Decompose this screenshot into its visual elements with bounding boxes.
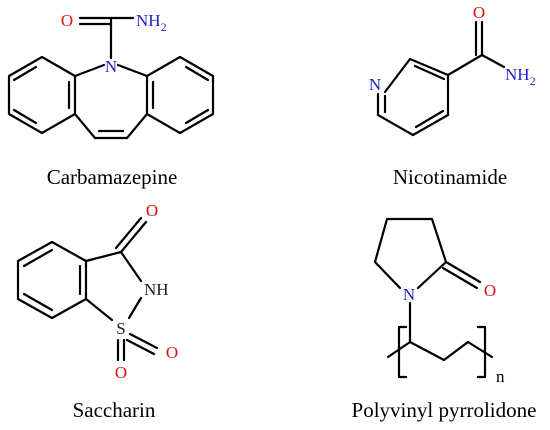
polyvinyl-pyrrolidone-structure: N O n Polyvinyl pyrrolidone <box>352 217 537 422</box>
nicotinamide-amine-label: NH2 <box>505 65 536 88</box>
saccharin-sulfonyl-oxygen-right-label: O <box>166 343 178 362</box>
nicotinamide-amine-subscript: 2 <box>530 74 536 88</box>
saccharin-structure: O NH S O O Saccharin <box>16 201 178 422</box>
polyvinyl-pyrrolidone-caption: Polyvinyl pyrrolidone <box>352 398 537 422</box>
saccharin-sulfur-label: S <box>116 319 125 338</box>
carbamazepine-left-ring <box>7 55 77 135</box>
saccharin-sulfonyl-oxygen-bottom-label: O <box>115 363 127 382</box>
carbamazepine-nitrogen-label: N <box>105 57 117 76</box>
carbamazepine-oxygen-label: O <box>61 11 73 30</box>
pvp-repeat-n-label: n <box>496 367 505 386</box>
repeat-unit-right-bracket <box>476 325 487 379</box>
carbamazepine-caption: Carbamazepine <box>47 165 178 189</box>
nicotinamide-amine-nh: NH <box>505 65 530 84</box>
nicotinamide-oxygen-label: O <box>473 3 485 22</box>
saccharin-caption: Saccharin <box>73 398 156 422</box>
nicotinamide-caption: Nicotinamide <box>393 165 507 189</box>
pvp-nitrogen-label: N <box>403 285 415 304</box>
pvp-oxygen-label: O <box>484 281 496 300</box>
carbamazepine-structure: N O NH2 Carbamazepine <box>7 11 215 189</box>
carbamazepine-amine-label: NH2 <box>136 11 167 34</box>
nicotinamide-nitrogen-label: N <box>369 75 381 94</box>
saccharin-nh-label: NH <box>144 280 169 299</box>
carbamazepine-amine-nh: NH <box>136 11 161 30</box>
carbamazepine-amine-subscript: 2 <box>161 20 167 34</box>
nicotinamide-structure: N O NH2 Nicotinamide <box>369 3 536 189</box>
repeat-unit-left-bracket <box>397 325 408 379</box>
saccharin-carbonyl-oxygen-label: O <box>146 201 158 220</box>
carbamazepine-right-ring <box>145 55 215 135</box>
